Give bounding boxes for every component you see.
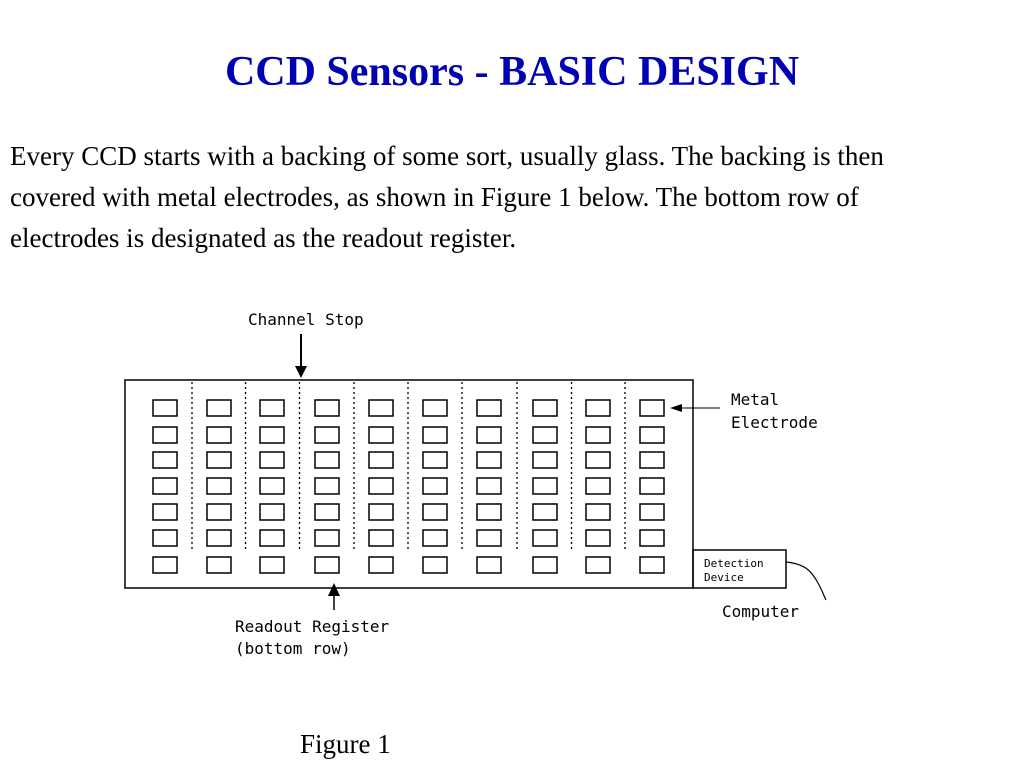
metal-electrode (532, 451, 558, 469)
readout-arrowhead (328, 583, 340, 596)
metal-electrode (314, 399, 340, 417)
page-title: CCD Sensors - BASIC DESIGN (224, 49, 800, 95)
readout-register-electrode (476, 556, 502, 574)
metal-electrode (585, 477, 611, 495)
metal-electrode (585, 399, 611, 417)
electrode-pointer-arrowhead (670, 404, 682, 412)
metal-electrode (422, 503, 448, 521)
metal-electrode (639, 426, 665, 444)
readout-register-electrode (422, 556, 448, 574)
computer-label: Computer (722, 602, 799, 621)
metal-electrode (259, 477, 285, 495)
readout-register-callout: Readout Register (bottom row) (235, 583, 389, 658)
figure-caption: Figure 1 (300, 729, 391, 759)
metal-electrode (639, 399, 665, 417)
readout-register-electrode (152, 556, 178, 574)
metal-electrode (259, 426, 285, 444)
metal-electrode (532, 477, 558, 495)
metal-electrode (259, 529, 285, 547)
metal-electrode (476, 426, 502, 444)
metal-electrode (422, 451, 448, 469)
readout-register-electrode (368, 556, 394, 574)
metal-electrode (585, 426, 611, 444)
metal-electrode (314, 503, 340, 521)
metal-electrode (368, 477, 394, 495)
readout-register-label: Readout Register (235, 617, 389, 636)
computer-cable (785, 561, 827, 601)
metal-electrode (422, 529, 448, 547)
device-label: Device (704, 571, 744, 584)
readout-register-electrode (314, 556, 340, 574)
metal-electrode (476, 529, 502, 547)
channel-stop-label: Channel Stop (248, 310, 364, 329)
metal-electrode (314, 426, 340, 444)
readout-register-electrode (585, 556, 611, 574)
metal-electrode (152, 451, 178, 469)
metal-electrode (152, 426, 178, 444)
metal-electrode (532, 426, 558, 444)
metal-electrode (585, 503, 611, 521)
detection-label: Detection (704, 557, 764, 570)
metal-electrode (259, 503, 285, 521)
metal-electrode (532, 503, 558, 521)
metal-electrode (206, 503, 232, 521)
detection-device: Detection Device Computer (692, 549, 827, 621)
bottom-row-label: (bottom row) (235, 639, 351, 658)
metal-electrode (206, 477, 232, 495)
electrode-grid (152, 399, 665, 574)
metal-electrode (368, 399, 394, 417)
metal-electrode (314, 477, 340, 495)
metal-electrode (476, 451, 502, 469)
metal-electrode (368, 529, 394, 547)
metal-electrode (639, 529, 665, 547)
metal-electrode (259, 399, 285, 417)
metal-electrode (206, 426, 232, 444)
metal-electrode (639, 451, 665, 469)
readout-register-electrode (532, 556, 558, 574)
chip-outline (124, 379, 694, 589)
ccd-chip (124, 379, 694, 589)
metal-electrode (206, 451, 232, 469)
electrode-label: Electrode (731, 413, 818, 432)
detection-device-box (692, 549, 787, 589)
metal-electrode (532, 399, 558, 417)
metal-electrode (532, 529, 558, 547)
channel-stop-arrowhead (295, 366, 307, 378)
metal-electrode (476, 399, 502, 417)
metal-electrode (314, 451, 340, 469)
metal-electrode (206, 399, 232, 417)
readout-register-electrode (259, 556, 285, 574)
channel-stops (191, 382, 626, 552)
metal-electrode (206, 529, 232, 547)
metal-electrode (314, 529, 340, 547)
metal-electrode (639, 477, 665, 495)
metal-electrode (368, 426, 394, 444)
metal-electrode (368, 451, 394, 469)
metal-electrode (585, 451, 611, 469)
metal-electrode (152, 503, 178, 521)
metal-electrode (476, 503, 502, 521)
metal-electrode-callout: Metal Electrode (670, 390, 818, 432)
metal-electrode (422, 399, 448, 417)
intro-paragraph: Every CCD starts with a backing of some … (10, 141, 884, 253)
readout-register-electrode (639, 556, 665, 574)
metal-electrode (152, 529, 178, 547)
metal-electrode (476, 477, 502, 495)
channel-stop-callout: Channel Stop (248, 310, 364, 378)
metal-electrode (639, 503, 665, 521)
metal-electrode (368, 503, 394, 521)
metal-electrode (259, 451, 285, 469)
metal-electrode (585, 529, 611, 547)
metal-electrode (422, 426, 448, 444)
metal-label: Metal (731, 390, 779, 409)
metal-electrode (152, 399, 178, 417)
readout-register-electrode (206, 556, 232, 574)
metal-electrode (152, 477, 178, 495)
metal-electrode (422, 477, 448, 495)
